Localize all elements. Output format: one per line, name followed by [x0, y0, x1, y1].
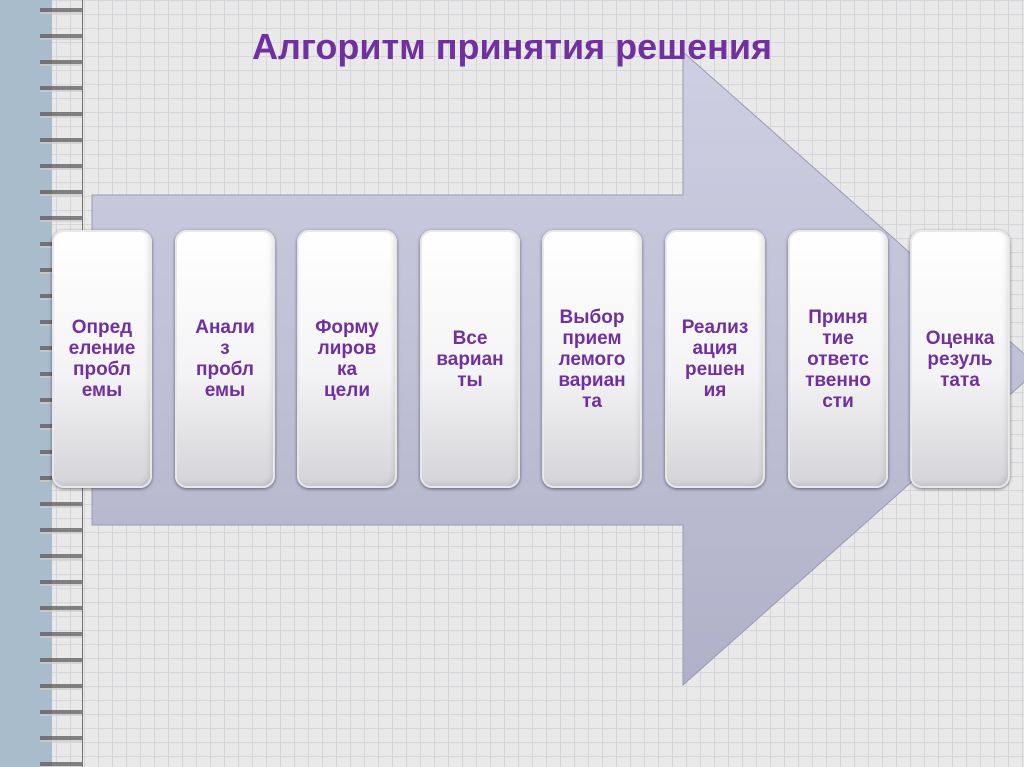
step-text: Реализ [681, 317, 749, 338]
step-text: еление [68, 338, 136, 359]
step-text: пробл [72, 359, 132, 380]
step-text: ты [457, 369, 483, 391]
step-text: та [582, 390, 602, 412]
step-text: Приня [808, 306, 868, 328]
step-text: Оценка [925, 327, 995, 349]
step-text: резуль [927, 348, 993, 370]
step-text: прием [562, 327, 622, 349]
step-text: ответс [807, 348, 869, 370]
step-text: Выбор [559, 306, 625, 328]
step-text: Анали [195, 317, 255, 338]
step-text: Форму [315, 317, 379, 338]
step-text: ия [703, 380, 727, 401]
step-text: емы [204, 380, 246, 401]
step-text: тие [822, 327, 854, 349]
step-text: лемого [558, 348, 626, 370]
step-text: Опред [71, 317, 133, 338]
step-text: цели [324, 380, 370, 401]
step-text: з [220, 338, 230, 359]
step-text: пробл [195, 359, 255, 380]
step-text: лиров [317, 338, 377, 359]
step-text: ация [692, 338, 738, 359]
step-text: ка [336, 359, 358, 380]
step-text: вариан [558, 369, 626, 391]
step-text: тата [940, 369, 980, 391]
step-text: твенно [805, 369, 871, 391]
page-title: Алгоритм принятия решения [251, 26, 773, 67]
step-text: вариан [436, 348, 504, 370]
step-text: сти [822, 390, 854, 412]
step-text: решен [684, 359, 746, 380]
step-text: емы [81, 380, 123, 401]
step-text: Все [452, 327, 488, 349]
